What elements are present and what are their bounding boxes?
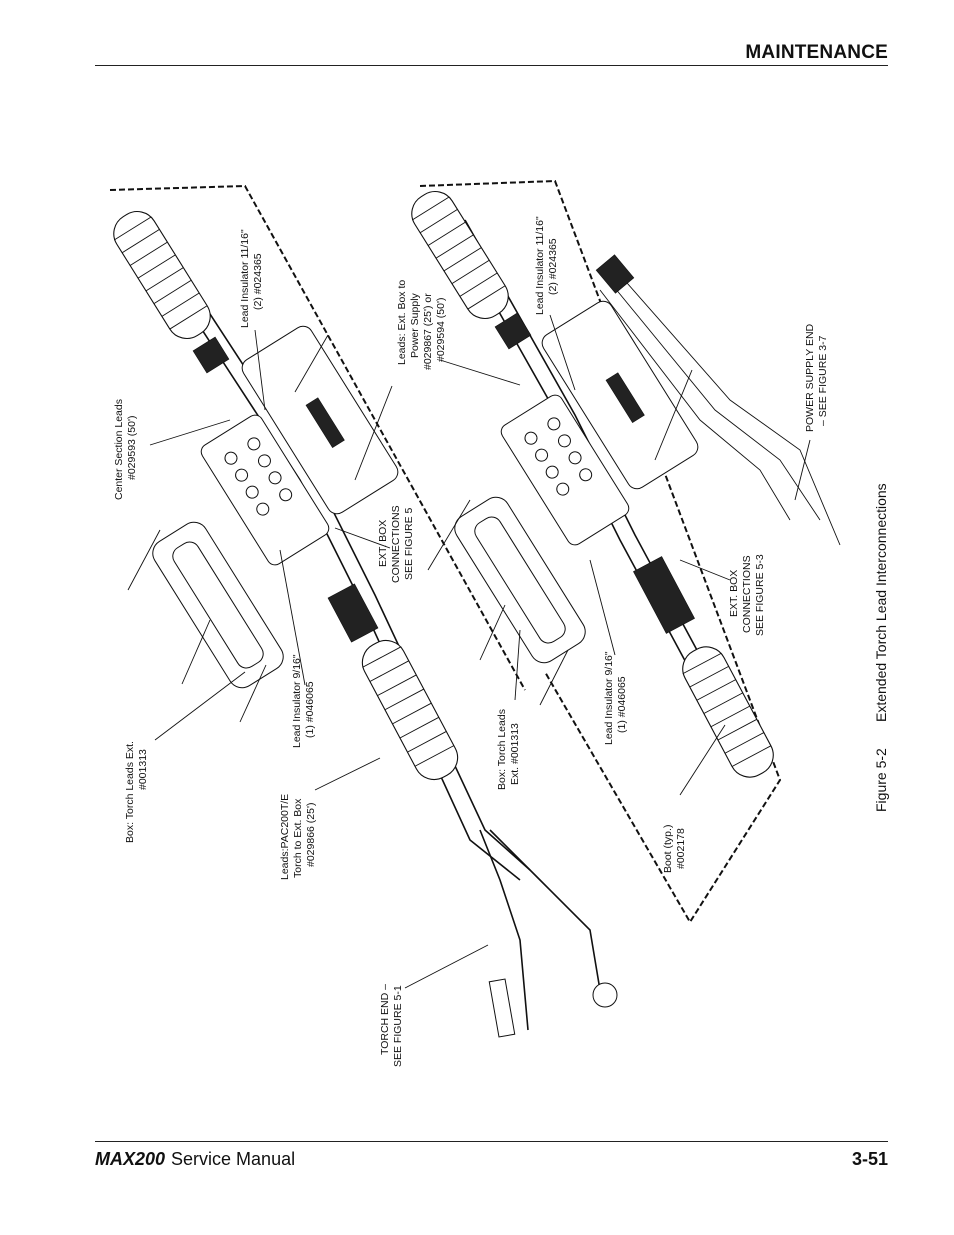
label-boot-1: Boot (typ.): [662, 825, 674, 873]
label-leads-pac-3: #029866 (25'): [305, 803, 317, 867]
page-number: 3-51: [851, 1149, 888, 1169]
right-assembly: [411, 190, 841, 778]
callout-lead-insulator-left-bottom: Lead Insulator 9/16" (1) #046065: [291, 654, 316, 748]
footer-rule: [95, 1141, 888, 1142]
left-dash-border: [109, 184, 526, 691]
label-ext-box-l-3: SEE FIGURE 5: [403, 507, 415, 580]
label-center-section-1: Center Section Leads: [113, 399, 125, 500]
label-boot-2: #002178: [675, 828, 687, 869]
label-lead-ins-r1-1: Lead Insulator 11/16": [534, 216, 546, 315]
label-lead-ins-l1-2: (2) #024365: [252, 253, 264, 310]
label-leads-ext-4: #029594 (50'): [435, 298, 447, 362]
label-ext-box-r-3: SEE FIGURE 5-3: [754, 554, 766, 636]
figure-title: Extended Torch Lead Interconnections: [873, 483, 889, 722]
label-ext-box-r-1: EXT. BOX: [728, 570, 740, 617]
figure-caption: Figure 5-2 Extended Torch Lead Interconn…: [873, 483, 889, 812]
label-box-r-2: Ext. #001313: [509, 723, 521, 785]
callout-ext-box-left: EXT. BOX CONNECTIONS SEE FIGURE 5: [377, 505, 415, 583]
left-lower-boot: [361, 639, 459, 781]
section-title: MAINTENANCE: [745, 42, 888, 63]
callout-torch-end: TORCH END – SEE FIGURE 5-1: [379, 984, 404, 1067]
label-lead-ins-l2-1: Lead Insulator 9/16": [291, 654, 303, 748]
figure-number: Figure 5-2: [873, 748, 889, 812]
callout-lead-insulator-right-bottom: Lead Insulator 9/16" (1) #046065: [603, 651, 628, 745]
right-top-boot: [411, 190, 509, 320]
callout-power-supply-end: POWER SUPPLY END – SEE FIGURE 3-7: [804, 323, 829, 432]
right-cover: [541, 300, 699, 490]
left-top-boot: [113, 210, 211, 340]
left-box-tray: [152, 521, 284, 689]
footer-manual-name: Service Manual: [171, 1149, 296, 1169]
label-ext-box-l-2: CONNECTIONS: [390, 505, 402, 583]
label-torch-end-2: SEE FIGURE 5-1: [392, 985, 404, 1067]
left-assembly: [113, 210, 618, 1038]
label-leads-pac-1: Leads:PAC200T/E: [279, 794, 291, 880]
callout-box-right: Box: Torch Leads Ext. #001313: [496, 709, 521, 790]
label-lead-ins-r1-2: (2) #024365: [547, 238, 559, 295]
label-ext-box-r-2: CONNECTIONS: [741, 555, 753, 633]
label-box-ext-1: Box: Torch Leads Ext.: [124, 741, 136, 843]
label-lead-ins-r2-1: Lead Insulator 9/16": [603, 651, 615, 745]
label-ext-box-l-1: EXT. BOX: [377, 520, 389, 567]
label-box-r-1: Box: Torch Leads: [496, 709, 508, 790]
right-lower-boot: [682, 646, 774, 778]
callout-lead-insulator-right-top: Lead Insulator 11/16" (2) #024365: [534, 216, 559, 315]
leader-lines: [149, 314, 811, 989]
callout-lead-insulator-left-top: Lead Insulator 11/16" (2) #024365: [239, 229, 264, 328]
label-lead-ins-r2-2: (1) #046065: [616, 676, 628, 733]
label-center-section-2: #029593 (50'): [126, 416, 138, 480]
label-torch-end-1: TORCH END –: [379, 984, 391, 1055]
label-leads-ext-3: #029867 (25') or: [422, 293, 434, 370]
callout-ext-box-right: EXT. BOX CONNECTIONS SEE FIGURE 5-3: [728, 554, 766, 636]
callout-center-section: Center Section Leads #029593 (50'): [113, 399, 138, 500]
label-lead-ins-l2-2: (1) #046065: [304, 681, 316, 738]
label-power-supply-1: POWER SUPPLY END: [804, 323, 816, 432]
label-leads-pac-2: Torch to Ext. Box: [292, 798, 304, 878]
right-dash-border: [419, 179, 782, 924]
label-lead-ins-l1-1: Lead Insulator 11/16": [239, 229, 251, 328]
callout-box-ext-left: Box: Torch Leads Ext. #001313: [124, 741, 149, 843]
callout-leads-pac: Leads:PAC200T/E Torch to Ext. Box #02986…: [279, 794, 317, 880]
left-connectors: [200, 414, 330, 566]
right-box-tray: [454, 496, 586, 664]
label-leads-ext-2: Power Supply: [409, 292, 421, 358]
left-cover: [241, 325, 399, 515]
label-power-supply-2: – SEE FIGURE 3-7: [817, 335, 829, 426]
footer-brand: MAX200: [95, 1149, 166, 1169]
label-box-ext-2: #001313: [137, 749, 149, 790]
right-connectors: [500, 394, 630, 546]
callout-leads-ext: Leads: Ext. Box to Power Supply #029867 …: [396, 280, 447, 370]
header-rule: [95, 65, 888, 66]
callout-boot: Boot (typ.) #002178: [662, 825, 687, 873]
label-leads-ext-1: Leads: Ext. Box to: [396, 280, 408, 365]
